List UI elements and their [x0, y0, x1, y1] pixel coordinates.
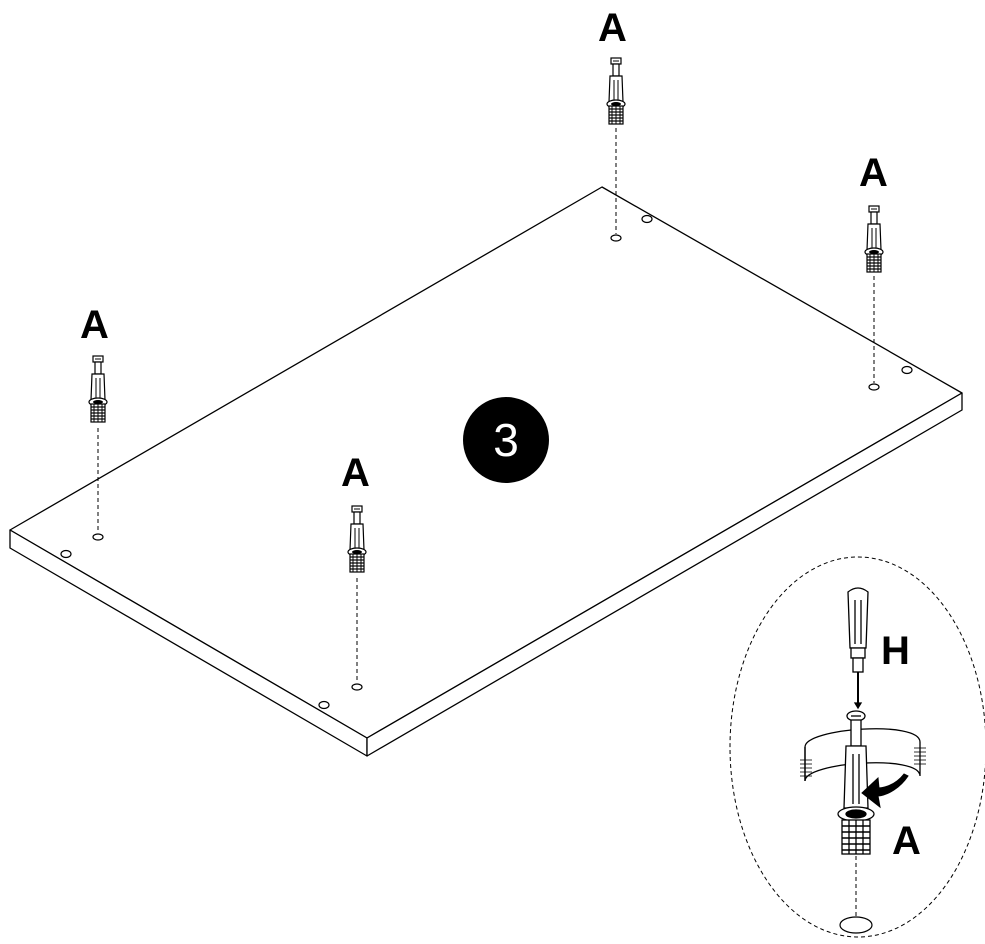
part-label-dowel-left: A: [80, 303, 109, 347]
edge-hole: [901, 365, 913, 375]
part-label-screwdriver: H: [881, 629, 910, 673]
board-holes: [60, 214, 913, 710]
detail-callout: [729, 556, 985, 938]
direction-arrow-icon: [861, 773, 909, 809]
insertion-guides: [97, 128, 875, 683]
cam-dowel-detail-icon: [837, 710, 875, 855]
dowel-hole-left: [92, 533, 104, 541]
detail-hole: [839, 916, 873, 934]
cam-dowel-icon: [88, 355, 108, 423]
cam-dowel-icon: [606, 57, 626, 125]
edge-hole: [641, 214, 653, 224]
screwdriver-icon: [847, 587, 869, 710]
edge-hole: [318, 700, 330, 710]
part-label-dowel-top: A: [598, 6, 627, 50]
step-number: 3: [493, 414, 519, 466]
part-label-dowel-detail: A: [892, 819, 921, 863]
part-label-dowel-right: A: [859, 151, 888, 195]
dowel-hole-right: [868, 383, 880, 391]
part-label-dowel-center: A: [341, 451, 370, 495]
dowel-hole-center: [351, 683, 363, 691]
step-number-badge: 3: [463, 397, 549, 483]
cam-dowel-icon: [864, 205, 884, 273]
edge-hole: [60, 549, 72, 559]
dowel-hole-top: [610, 234, 622, 242]
